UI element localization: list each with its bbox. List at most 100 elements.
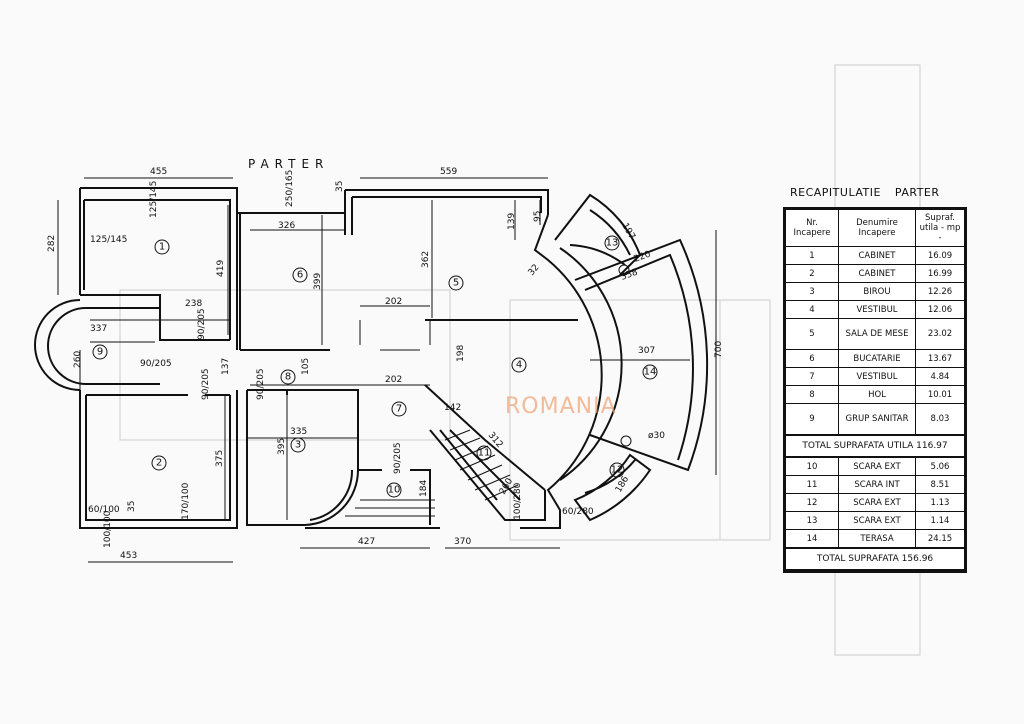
- room-marker-13: 13: [604, 235, 620, 251]
- total-utila: TOTAL SUPRAFATA UTILA 116.97: [785, 434, 965, 458]
- cell-nr: 2: [785, 264, 839, 283]
- room-marker-9: 9: [92, 344, 108, 360]
- room-number: 4: [516, 360, 522, 371]
- room-number: 5: [453, 278, 459, 289]
- dimension-label: 60/280: [562, 507, 594, 517]
- cell-area: 4.84: [915, 367, 965, 386]
- cell-name: SCARA EXT: [838, 493, 916, 512]
- cell-area: 8.03: [915, 403, 965, 436]
- cell-area: 24.15: [915, 529, 965, 549]
- room-marker-3: 3: [290, 437, 306, 453]
- summary-title: RECAPITULATIE PARTER: [790, 186, 940, 199]
- room-number: 3: [295, 440, 301, 451]
- room-number: 7: [396, 404, 402, 415]
- dimension-label: 395: [277, 438, 287, 455]
- dimension-label: 375: [215, 450, 225, 467]
- watermark: ROMANIA: [505, 394, 617, 419]
- dimension-label: 60/100: [88, 505, 120, 515]
- cell-nr: 12: [785, 493, 839, 512]
- cell-nr: 6: [785, 349, 839, 368]
- cell-name: SCARA EXT: [838, 456, 916, 476]
- cell-area: 12.06: [915, 300, 965, 319]
- dimension-label: 142: [444, 403, 461, 413]
- dimension-label: 260: [73, 351, 83, 368]
- cell-nr: 3: [785, 282, 839, 301]
- dimension-label: ø30: [648, 431, 665, 441]
- header-area: Supraf. utila - mp -: [915, 209, 965, 247]
- dimension-label: 250/165: [285, 170, 295, 207]
- cell-name: VESTIBUL: [838, 367, 916, 386]
- room-circle: [642, 364, 658, 380]
- dimension-label: 125/145: [90, 235, 127, 245]
- room-circle: [476, 445, 492, 461]
- room-marker-4: 4: [511, 357, 527, 373]
- dimension-label: 362: [421, 251, 431, 268]
- cell-nr: 7: [785, 367, 839, 386]
- cell-name: TERASA: [838, 529, 916, 549]
- dimension-label: 90/205: [201, 368, 211, 400]
- dimension-label: 202: [385, 297, 402, 307]
- dimension-label: 370: [454, 537, 471, 547]
- total-area: TOTAL SUPRAFATA 156.96: [785, 547, 965, 571]
- dimension-label: 419: [216, 260, 226, 277]
- dimension-label: 202: [385, 375, 402, 385]
- dimension-label: 105: [301, 358, 311, 375]
- cell-name: CABINET: [838, 264, 916, 283]
- dimension-label: 335: [290, 427, 307, 437]
- cell-nr: 9: [785, 403, 839, 436]
- dimension-label: 282: [47, 235, 57, 252]
- cell-nr: 14: [785, 529, 839, 549]
- dimension-label: 137: [221, 358, 231, 375]
- room-number: 10: [388, 485, 401, 496]
- cell-name: BIROU: [838, 282, 916, 301]
- dimension-label: 700: [714, 341, 724, 358]
- dimension-label: 90/205: [393, 442, 403, 474]
- room-circle: [154, 239, 170, 255]
- room-circle: [92, 344, 108, 360]
- dimension-label: 90/205: [140, 359, 172, 369]
- room-circle: [511, 357, 527, 373]
- room-number: 14: [644, 367, 657, 378]
- dimension-label: 198: [456, 345, 466, 362]
- cell-area: 5.06: [915, 456, 965, 476]
- room-marker-11: 11: [476, 445, 492, 461]
- dimension-label: 238: [185, 299, 202, 309]
- room-marker-6: 6: [292, 267, 308, 283]
- cell-nr: 4: [785, 300, 839, 319]
- room-marker-14: 14: [642, 364, 658, 380]
- dimension-label: 559: [440, 167, 457, 177]
- cell-name: VESTIBUL: [838, 300, 916, 319]
- dimension-label: 125/145: [149, 181, 159, 218]
- cell-nr: 13: [785, 511, 839, 530]
- room-circle: [280, 369, 296, 385]
- cell-area: 1.14: [915, 511, 965, 530]
- room-marker-10: 10: [386, 482, 402, 498]
- walls: [34, 187, 709, 529]
- summary-table: Nr. Incapere Denumire Incapere Supraf. u…: [783, 207, 967, 573]
- dimension-label: 139: [507, 213, 517, 230]
- dimension-label: 184: [419, 480, 429, 497]
- room-marker-7: 7: [391, 401, 407, 417]
- cell-name: GRUP SANITAR: [838, 403, 916, 436]
- room-circle: [391, 401, 407, 417]
- room-circle: [151, 455, 167, 471]
- dimension-label: 90/205: [256, 368, 266, 400]
- cell-nr: 5: [785, 318, 839, 350]
- room-marker-2: 2: [151, 455, 167, 471]
- dimension-label: 307: [638, 346, 655, 356]
